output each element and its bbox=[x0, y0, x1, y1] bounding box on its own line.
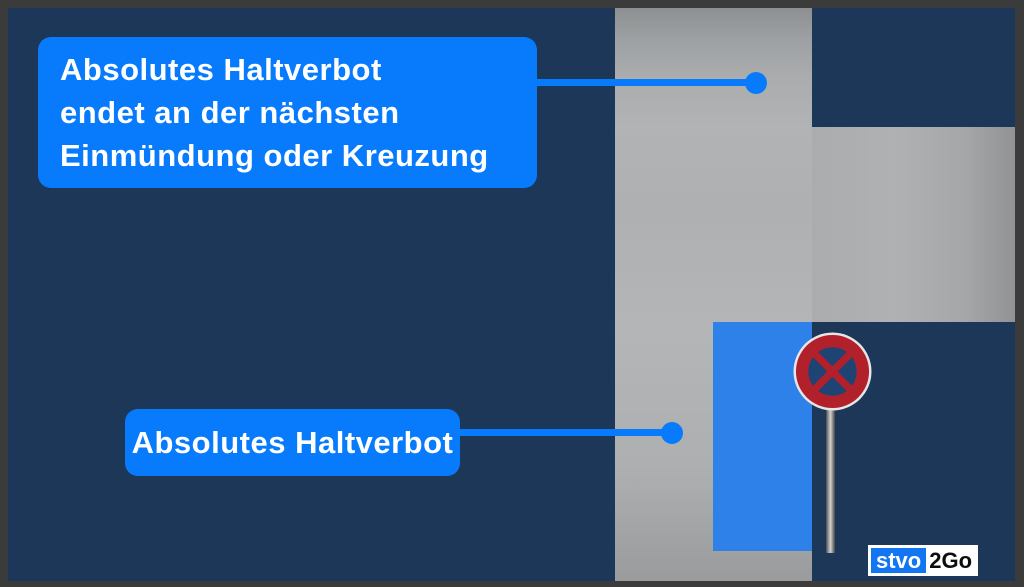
stvo2go-logo: stvo 2Go bbox=[868, 545, 979, 576]
logo-prefix: stvo bbox=[871, 548, 927, 573]
callout-top: Absolutes Haltverbot endet an der nächst… bbox=[38, 37, 537, 188]
no-stopping-sign-icon bbox=[793, 332, 872, 411]
callout-bottom-connector-dot bbox=[661, 422, 683, 444]
callout-top-line-2: endet an der nächsten bbox=[60, 95, 400, 130]
callout-top-line-3: Einmündung oder Kreuzung bbox=[60, 138, 489, 173]
callout-top-connector-dot bbox=[745, 72, 767, 94]
callout-bottom-label: Absolutes Haltverbot bbox=[131, 424, 454, 460]
logo-suffix: 2Go bbox=[926, 548, 976, 573]
callout-bottom-connector-line bbox=[443, 429, 672, 436]
sign-pole bbox=[826, 403, 835, 553]
callout-bottom: Absolutes Haltverbot bbox=[125, 409, 460, 476]
road-side-street bbox=[812, 127, 1015, 322]
callout-top-line-1: Absolutes Haltverbot bbox=[60, 52, 382, 87]
callout-top-connector-line bbox=[513, 79, 756, 86]
scene-background: Absolutes Haltverbot endet an der nächst… bbox=[8, 8, 1015, 581]
